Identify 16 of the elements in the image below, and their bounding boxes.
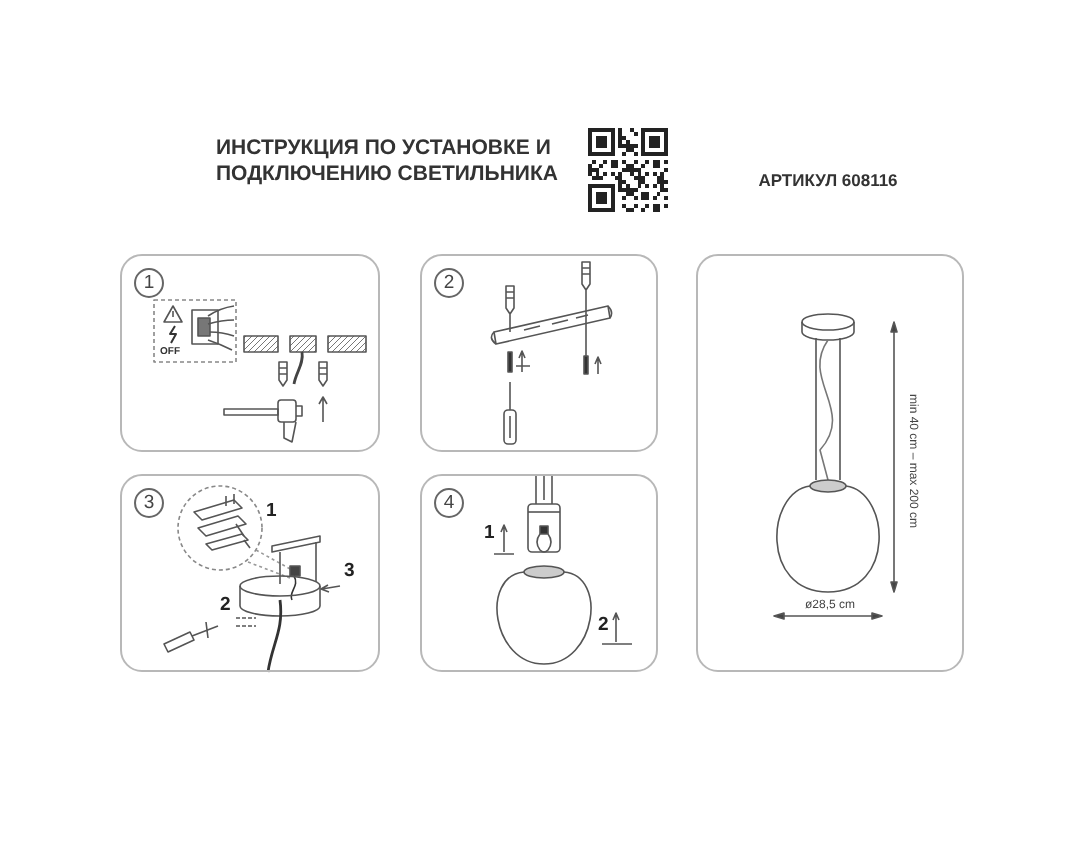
step-number: 3 [134, 488, 164, 518]
dimensions-panel [696, 254, 964, 672]
step-number: 2 [434, 268, 464, 298]
step-panel [420, 254, 658, 452]
article-number: АРТИКУЛ 608116 [758, 170, 898, 190]
callout-number: 1 [484, 524, 495, 544]
step-panel [420, 474, 658, 672]
step-number: 4 [434, 488, 464, 518]
callout-number: 2 [598, 616, 609, 636]
step-panel [120, 254, 380, 452]
step-number: 1 [134, 268, 164, 298]
callout-number: 1 [266, 502, 277, 522]
callout-number: 2 [220, 596, 231, 616]
step-panel [120, 474, 380, 672]
callout-number: 3 [344, 562, 355, 582]
title: ИНСТРУКЦИЯ ПО УСТАНОВКЕ И ПОДКЛЮЧЕНИЮ СВЕТИЛЬНИКА [216, 136, 560, 188]
